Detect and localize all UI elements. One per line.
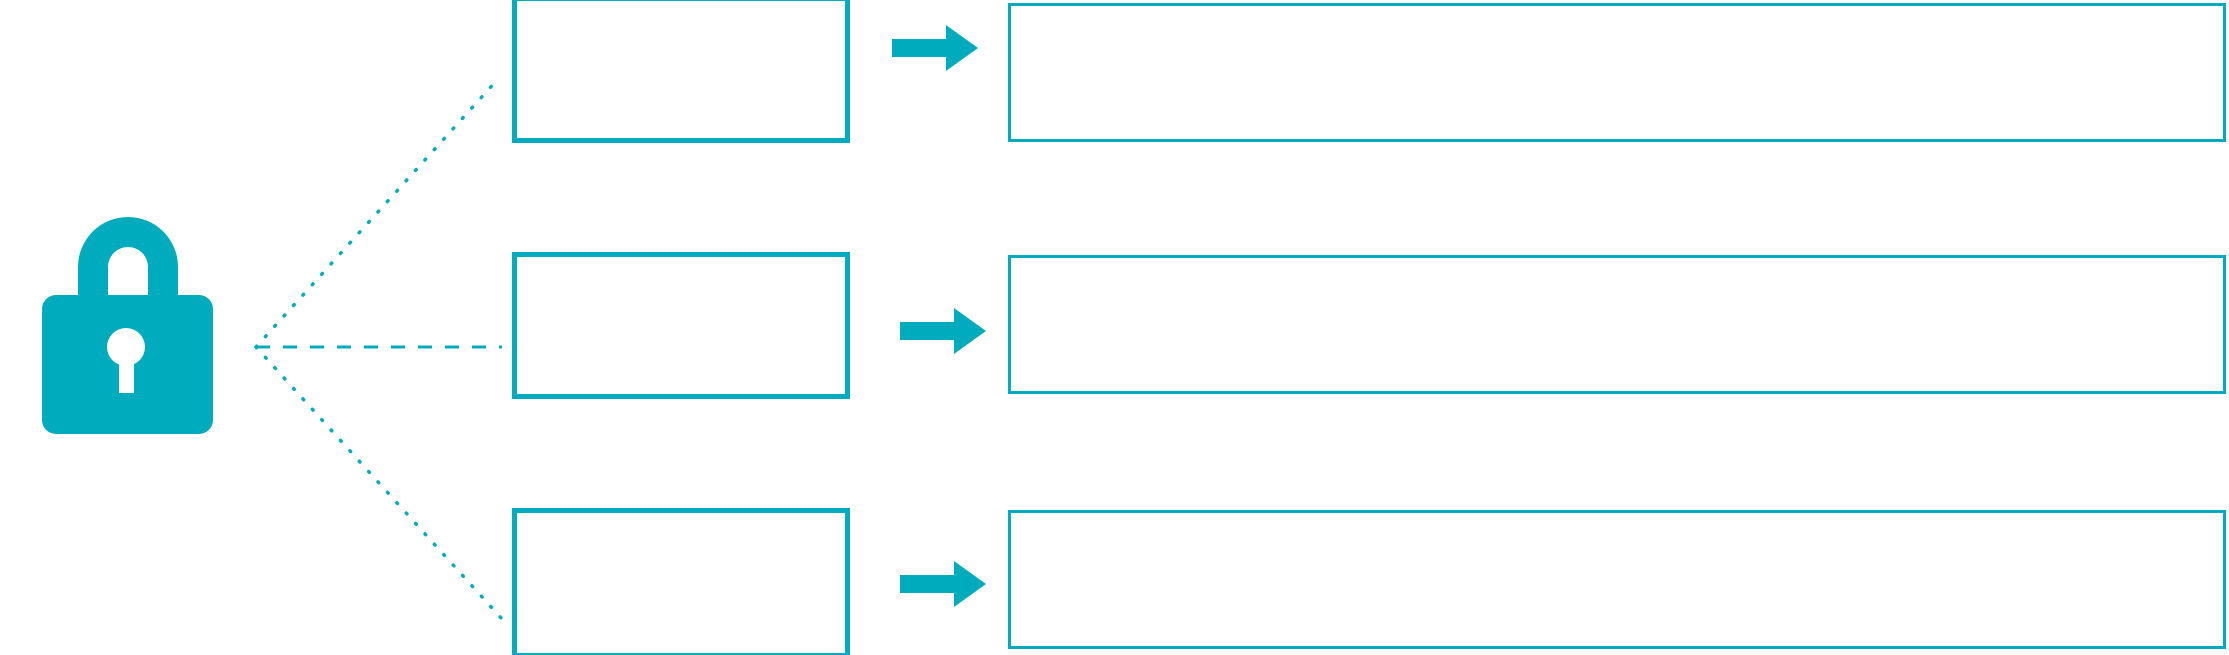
left-box-1[interactable]	[512, 0, 850, 143]
lock-keyhole-icon	[107, 328, 145, 366]
right-box-3[interactable]	[1008, 510, 2226, 649]
lock-icon	[30, 205, 230, 450]
lock-keyhole-stem-icon	[119, 355, 134, 393]
left-box-3[interactable]	[512, 508, 850, 655]
connector-line-top	[254, 77, 500, 349]
right-box-2[interactable]	[1008, 255, 2226, 394]
arrow-right-icon-2	[900, 308, 988, 354]
left-box-2[interactable]	[512, 252, 850, 399]
arrow-right-icon-1	[892, 25, 980, 71]
right-box-1[interactable]	[1008, 3, 2226, 142]
arrow-right-icon-3	[900, 561, 988, 607]
connector-line-bottom	[254, 345, 504, 621]
